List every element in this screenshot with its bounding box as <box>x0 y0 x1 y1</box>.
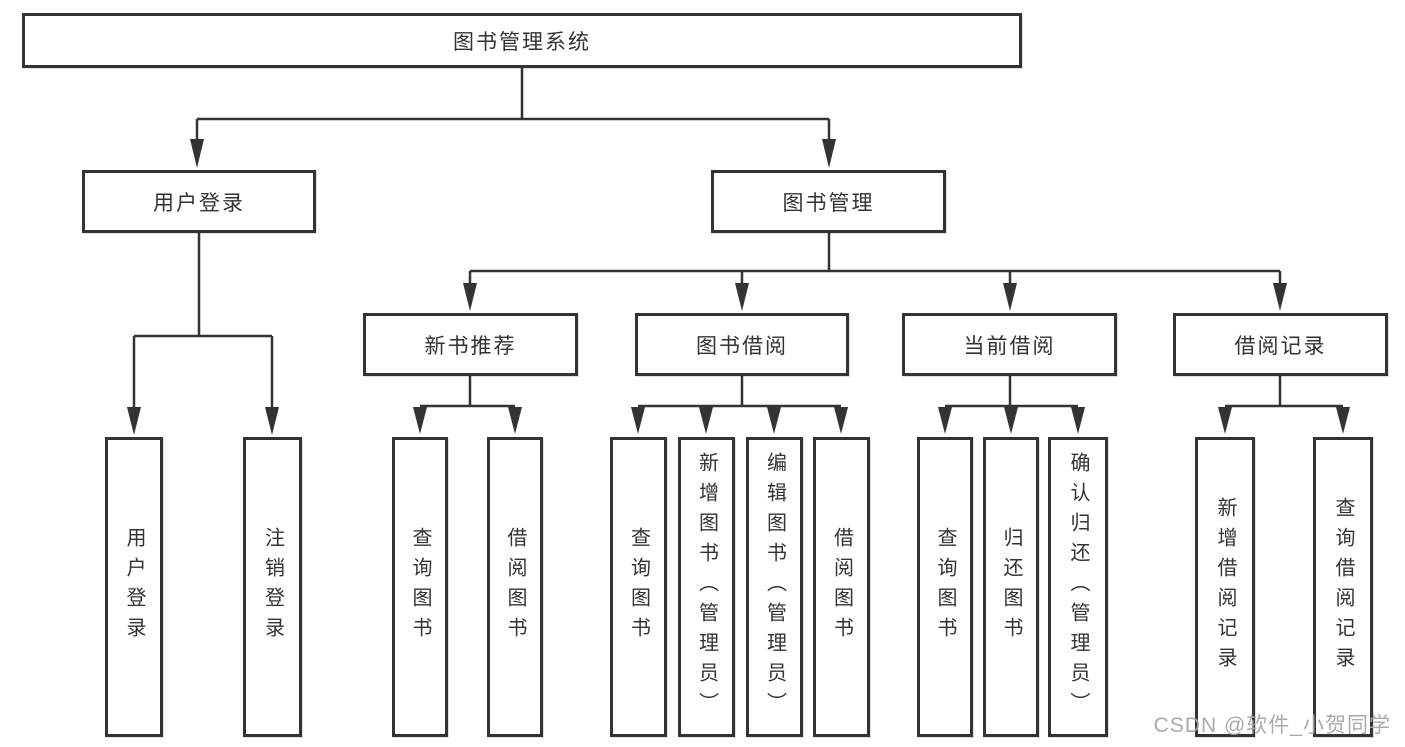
leaf-borrow-books-recommend: 借阅图书 <box>487 437 543 737</box>
node-label: 编辑图书（管理员） <box>763 452 786 722</box>
leaf-query-books-borrow: 查询图书 <box>610 437 667 737</box>
node-label: 查询借阅记录 <box>1332 497 1354 677</box>
leaf-borrow-books: 借阅图书 <box>813 437 870 737</box>
leaf-query-books-current: 查询图书 <box>917 437 973 737</box>
leaf-confirm-return-admin: 确认归还（管理员） <box>1048 437 1108 737</box>
node-label: 确认归还（管理员） <box>1067 452 1089 722</box>
node-label: 查询图书 <box>409 527 431 647</box>
leaf-user-login: 用户登录 <box>105 437 163 737</box>
node-label: 用户登录 <box>123 527 145 647</box>
leaf-logout: 注销登录 <box>243 437 302 737</box>
node-label: 查询图书 <box>934 527 956 647</box>
leaf-return-books: 归还图书 <box>983 437 1039 737</box>
node-label: 新书推荐 <box>424 334 517 358</box>
node-borrowing-records: 借阅记录 <box>1173 313 1388 376</box>
node-label: 借阅图书 <box>830 527 853 647</box>
node-new-book-recommend: 新书推荐 <box>363 313 578 376</box>
node-label: 借阅图书 <box>504 527 526 647</box>
node-book-borrowing: 图书借阅 <box>635 313 849 376</box>
node-label: 新增借阅记录 <box>1214 497 1236 677</box>
node-label: 用户登录 <box>153 191 245 215</box>
leaf-edit-books-admin: 编辑图书（管理员） <box>746 437 803 737</box>
node-book-management: 图书管理 <box>711 170 946 233</box>
arrowheads <box>127 139 1350 435</box>
csdn-watermark: CSDN @软件_小贺同学 <box>1153 714 1391 737</box>
node-library-management-system: 图书管理系统 <box>22 13 1022 68</box>
node-label: 图书管理 <box>782 191 875 215</box>
leaf-query-books-recommend: 查询图书 <box>392 437 448 737</box>
node-label: 图书借阅 <box>696 334 788 358</box>
leaf-add-borrow-record: 新增借阅记录 <box>1195 437 1255 737</box>
node-label: 注销登录 <box>261 527 284 647</box>
node-current-borrowing: 当前借阅 <box>902 313 1117 376</box>
leaf-add-books-admin: 新增图书（管理员） <box>678 437 735 737</box>
node-label: 查询图书 <box>627 527 650 647</box>
node-label: 归还图书 <box>1000 527 1022 647</box>
node-user-login: 用户登录 <box>82 170 316 233</box>
node-label: 新增图书（管理员） <box>695 452 718 722</box>
node-label: 图书管理系统 <box>453 30 591 54</box>
node-label: 当前借阅 <box>963 334 1056 358</box>
leaf-query-borrow-record: 查询借阅记录 <box>1313 437 1373 737</box>
node-label: 借阅记录 <box>1234 334 1327 358</box>
